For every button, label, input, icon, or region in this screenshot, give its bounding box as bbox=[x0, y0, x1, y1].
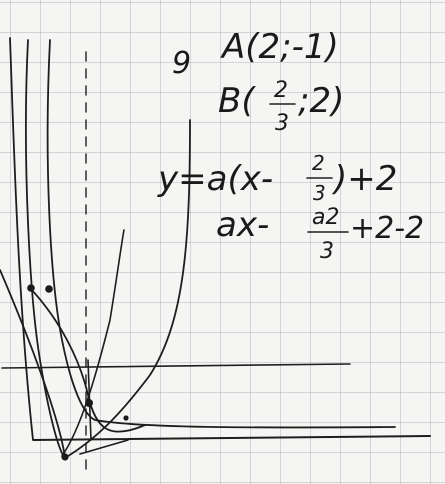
problem-number: 9 bbox=[172, 46, 191, 81]
expanded-line: ax- a2 3 +2-2 bbox=[216, 205, 424, 264]
tangent-line bbox=[79, 439, 129, 455]
point-b-numerator: 2 bbox=[274, 78, 288, 103]
left-curve bbox=[25, 39, 66, 459]
equation-suffix: )+2 bbox=[331, 159, 397, 199]
point-a-label: A(2;-1) bbox=[220, 27, 339, 67]
equation-denominator: 3 bbox=[313, 181, 326, 205]
expanded-prefix: ax- bbox=[216, 205, 269, 245]
vertical-axis bbox=[9, 37, 34, 441]
point-b-denominator: 3 bbox=[275, 111, 289, 136]
descending-curve bbox=[29, 287, 146, 433]
expanded-numerator: a2 bbox=[312, 205, 339, 230]
point-dot bbox=[61, 453, 69, 461]
middle-curve bbox=[46, 39, 396, 429]
parabola-right bbox=[0, 119, 191, 459]
equation-numerator: 2 bbox=[312, 151, 325, 175]
expanded-suffix: +2-2 bbox=[350, 211, 424, 246]
steep-line bbox=[61, 229, 125, 457]
horizontal-axis bbox=[1, 363, 351, 369]
point-b-suffix: ;2) bbox=[298, 81, 344, 121]
equation-prefix: y=a(x- bbox=[157, 159, 273, 199]
point-dot bbox=[45, 285, 53, 293]
point-dot bbox=[85, 399, 93, 407]
point-b-prefix: B( bbox=[218, 81, 256, 121]
point-dot bbox=[27, 284, 35, 292]
equation-line: y=a(x- 2 3 )+2 bbox=[157, 151, 397, 205]
baseline-line bbox=[33, 435, 431, 441]
point-dot bbox=[123, 415, 129, 421]
point-b-label: B( 2 3 ;2) bbox=[218, 78, 344, 136]
expanded-denominator: 3 bbox=[320, 239, 334, 264]
